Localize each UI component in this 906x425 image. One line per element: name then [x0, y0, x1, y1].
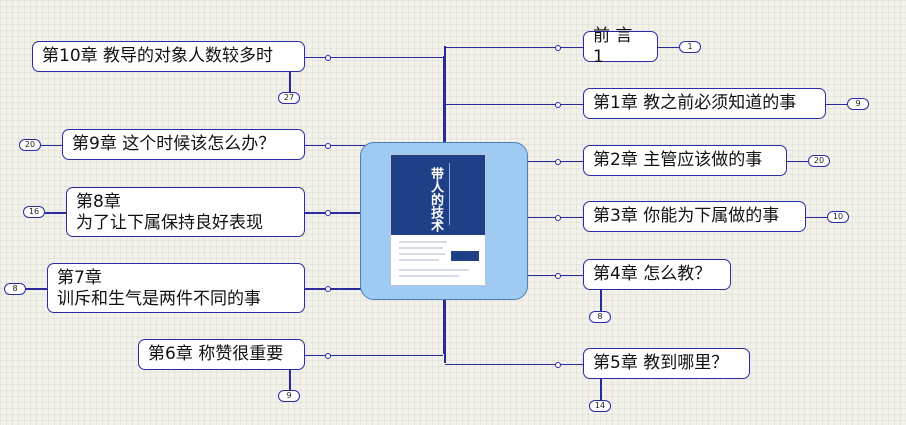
topic-ch5[interactable]: 第5章 教到哪里？: [583, 348, 750, 379]
topic-count-badge[interactable]: 20: [808, 155, 830, 167]
topic-count-badge[interactable]: 8: [589, 311, 611, 323]
collapse-toggle-dot[interactable]: [325, 142, 331, 149]
topic-ch2[interactable]: 第2章 主管应该做的事: [583, 145, 787, 176]
collapse-toggle-dot[interactable]: [325, 54, 331, 61]
connector-line: [41, 144, 62, 146]
collapse-toggle-dot[interactable]: [555, 158, 561, 165]
collapse-toggle-dot[interactable]: [325, 352, 331, 359]
topic-ch4[interactable]: 第4章 怎么教？: [583, 259, 731, 290]
collapse-toggle-dot[interactable]: [325, 210, 331, 216]
connector-line: [600, 379, 602, 400]
connector-line: [26, 288, 47, 290]
topic-ch9[interactable]: 第9章 这个时候该怎么办？: [62, 129, 305, 160]
topic-preface[interactable]: 前 言 1: [583, 26, 658, 67]
connector-line: [305, 56, 443, 58]
connector-line: [787, 160, 808, 162]
cover-text-line: [399, 247, 443, 249]
topic-count-badge[interactable]: 20: [19, 139, 41, 151]
topic-ch10[interactable]: 第10章 教导的对象人数较多时: [32, 41, 305, 72]
cover-text-line: [399, 241, 447, 243]
central-topic[interactable]: 带人的技术: [360, 142, 528, 300]
topic-ch8[interactable]: 第8章 为了让下属保持良好表现: [66, 187, 305, 237]
collapse-toggle-dot[interactable]: [555, 101, 561, 108]
topic-count-badge[interactable]: 9: [278, 390, 300, 402]
book-cover-title: 带人的技术: [428, 167, 443, 232]
connector-line: [45, 212, 66, 214]
topic-ch1[interactable]: 第1章 教之前必须知道的事: [583, 88, 826, 119]
topic-count-badge[interactable]: 8: [4, 283, 26, 295]
connector-line: [658, 46, 679, 48]
collapse-toggle-dot[interactable]: [555, 272, 561, 279]
cover-text-line: [399, 253, 445, 255]
connector-line: [289, 72, 291, 92]
collapse-toggle-dot[interactable]: [325, 286, 331, 292]
topic-ch6[interactable]: 第6章 称赞很重要: [138, 339, 305, 370]
topic-count-badge[interactable]: 14: [589, 400, 611, 412]
collapse-toggle-dot[interactable]: [555, 44, 561, 51]
topic-count-badge[interactable]: 10: [827, 211, 849, 223]
connector-line: [289, 370, 291, 390]
cover-accent-block: [451, 251, 479, 261]
collapse-toggle-dot[interactable]: [555, 361, 561, 368]
connector-line: [806, 216, 827, 218]
topic-count-badge[interactable]: 16: [23, 206, 45, 218]
connector-line: [305, 354, 443, 356]
connector-line: [445, 103, 583, 105]
cover-text-line: [399, 275, 459, 277]
collapse-toggle-dot[interactable]: [555, 214, 561, 221]
connector-line: [826, 103, 847, 105]
connector-line: [445, 363, 583, 365]
connector-line: [600, 290, 602, 311]
connector-line: [445, 46, 583, 48]
cover-text-line: [399, 259, 439, 261]
book-cover-image: 带人的技术: [390, 154, 486, 286]
topic-ch7[interactable]: 第7章 训斥和生气是两件不同的事: [47, 263, 305, 313]
topic-count-badge[interactable]: 1: [679, 41, 701, 53]
topic-count-badge[interactable]: 9: [847, 98, 869, 110]
topic-count-badge[interactable]: 27: [278, 92, 300, 104]
book-cover-top: [391, 155, 485, 235]
cover-text-line: [399, 269, 469, 271]
book-cover-subtitle-rule: [449, 163, 460, 225]
topic-ch3[interactable]: 第3章 你能为下属做的事: [583, 201, 806, 232]
